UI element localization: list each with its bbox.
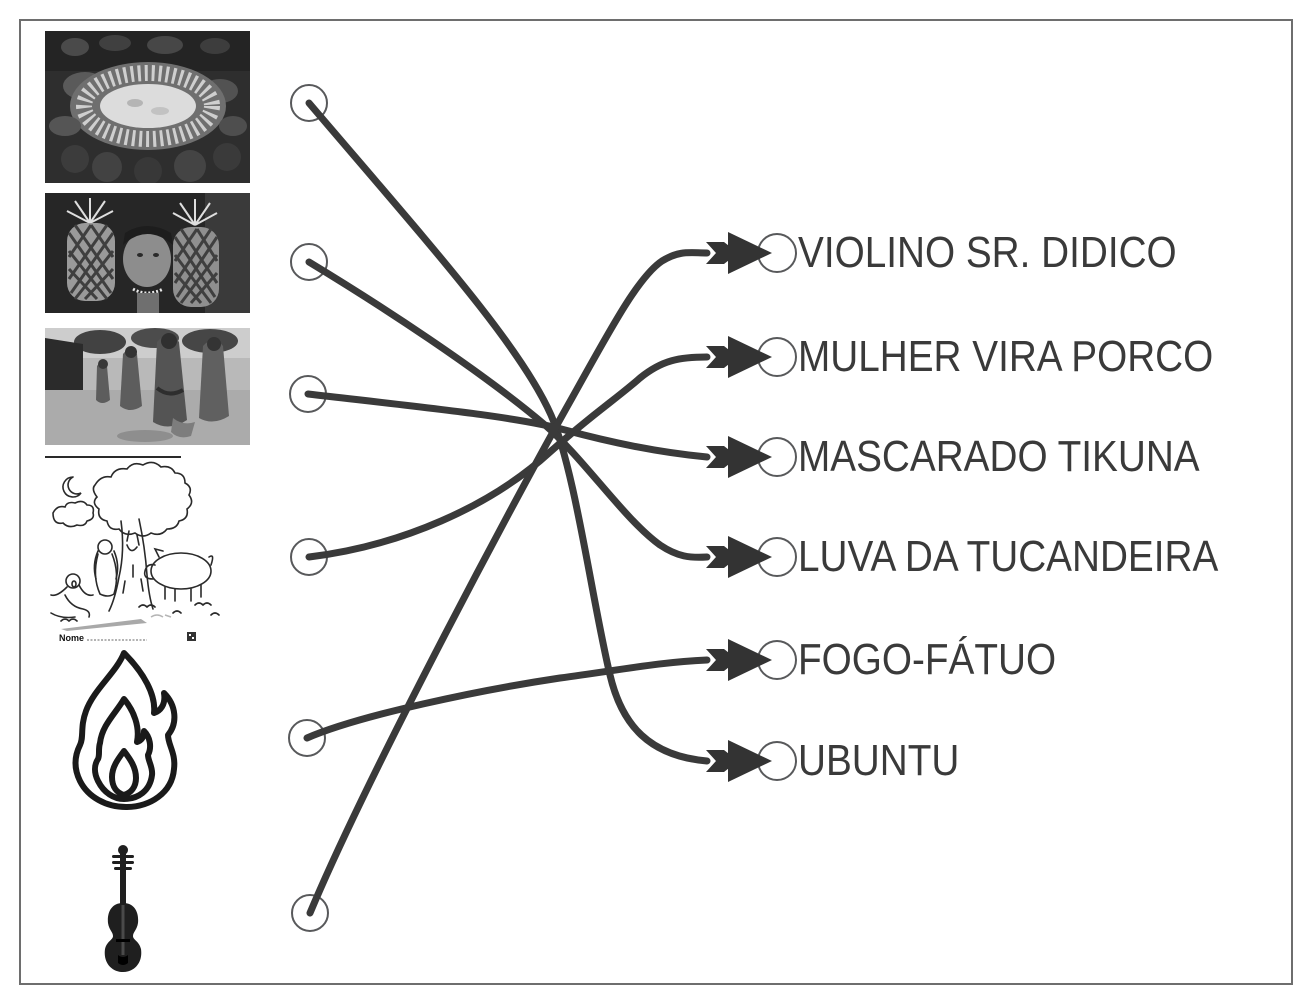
tucandeira-gloves-photo (45, 193, 250, 313)
label-violino-sr-didico: VIOLINO SR. DIDICO (798, 228, 1177, 277)
arrow-icons (706, 232, 772, 782)
match-line-flame-to-fogo (303, 656, 711, 742)
match-point-aerial-feast[interactable] (290, 84, 328, 122)
label-fogo-fatuo: FOGO-FÁTUO (798, 635, 1057, 684)
woman-pig-drawing: Nome (43, 455, 230, 645)
masked-dancers-photo (45, 328, 250, 445)
label-luva-da-tucandeira: LUVA DA TUCANDEIRA (798, 532, 1219, 581)
match-point-violin[interactable] (291, 894, 329, 932)
match-point-flame[interactable] (288, 719, 326, 757)
aerial-feast-photo (45, 31, 250, 183)
match-line-feast-to-ubuntu (305, 99, 711, 765)
arrow-icon-mascarado (706, 436, 772, 478)
label-ubuntu: UBUNTU (798, 736, 960, 785)
flame-icon (72, 650, 178, 810)
arrow-icon-luva (706, 536, 772, 578)
arrow-icon-fogo (706, 639, 772, 681)
violin-icon (104, 845, 142, 972)
arrow-icon-ubuntu (706, 740, 772, 782)
page-border (19, 19, 1293, 985)
arrow-icon-mulher (706, 336, 772, 378)
match-line-dancers-to-mascarado (304, 390, 711, 461)
nome-field-label: Nome (59, 633, 84, 643)
label-mascarado-tikuna: MASCARADO TIKUNA (798, 432, 1200, 481)
label-mulher-vira-porco: MULHER VIRA PORCO (798, 332, 1214, 381)
match-line-drawing-to-mulher (305, 353, 711, 561)
match-point-gloves[interactable] (290, 243, 328, 281)
arrow-icon-violino (706, 232, 772, 274)
match-line-violin-to-violino (306, 249, 711, 917)
